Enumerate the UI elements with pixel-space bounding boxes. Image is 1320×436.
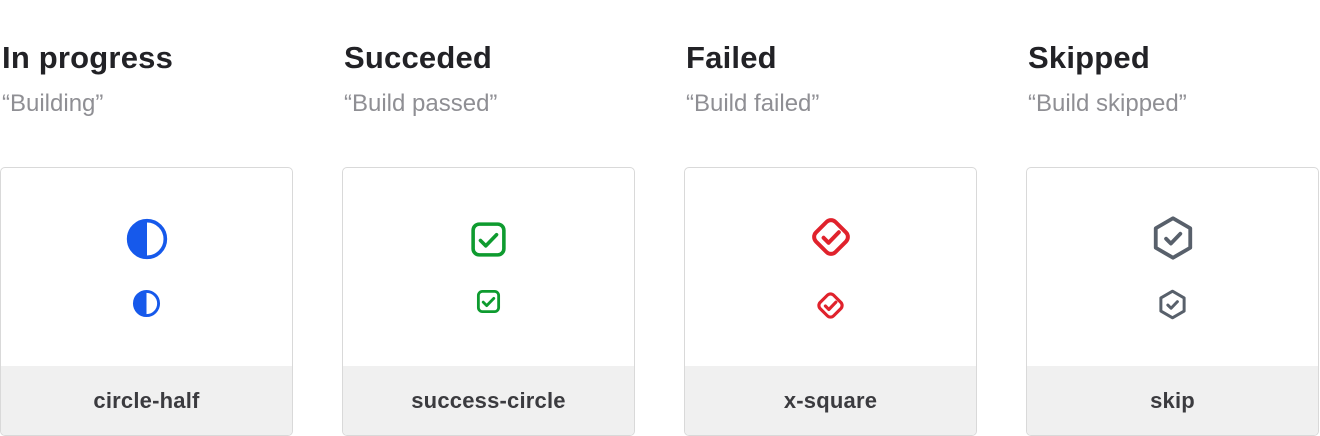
status-quote: “Build passed” — [344, 90, 498, 117]
status-quote: “Building” — [2, 90, 104, 117]
column-failed: Failed “Build failed” x-square — [684, 0, 977, 436]
check-hexagon-icon-small — [1157, 289, 1188, 320]
status-title: Failed — [686, 40, 777, 75]
check-square-icon-large — [468, 219, 509, 260]
column-in-progress: In progress “Building” circle-half — [0, 0, 293, 436]
check-square-icon-small — [475, 288, 502, 315]
icon-label: skip — [1027, 366, 1318, 435]
column-succeded: Succeded “Build passed” success-circle — [342, 0, 635, 436]
icon-card-x-square: x-square — [684, 167, 977, 436]
check-diamond-icon-large — [807, 213, 855, 261]
circle-half-icon-small — [132, 289, 161, 318]
check-hexagon-icon-large — [1150, 215, 1196, 261]
icon-label: x-square — [685, 366, 976, 435]
circle-half-icon-large — [125, 217, 169, 261]
status-title: In progress — [2, 40, 174, 75]
status-quote: “Build skipped” — [1028, 90, 1187, 117]
status-title: Succeded — [344, 40, 493, 75]
icon-card-circle-half: circle-half — [0, 167, 293, 436]
icon-label: success-circle — [343, 366, 634, 435]
status-quote: “Build failed” — [686, 90, 820, 117]
icon-label: circle-half — [1, 366, 292, 435]
icon-card-skip: skip — [1026, 167, 1319, 436]
status-title: Skipped — [1028, 40, 1150, 75]
icon-card-success-circle: success-circle — [342, 167, 635, 436]
check-diamond-icon-small — [814, 289, 847, 322]
column-skipped: Skipped “Build skipped” skip — [1026, 0, 1319, 436]
